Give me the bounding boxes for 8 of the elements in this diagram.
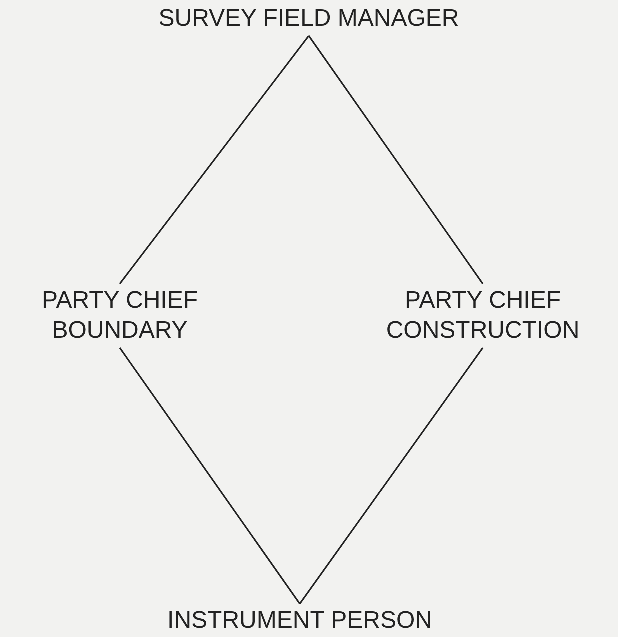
role-label: INSTRUMENT PERSON	[140, 606, 460, 636]
connector-line	[299, 348, 484, 604]
connector-line	[308, 36, 484, 284]
role-label: PARTY CHIEF CONSTRUCTION	[348, 286, 618, 346]
role-label: SURVEY FIELD MANAGER	[109, 4, 509, 34]
connector-line	[119, 36, 310, 284]
role-label: PARTY CHIEF BOUNDARY	[5, 286, 235, 346]
connector-line	[119, 348, 301, 604]
